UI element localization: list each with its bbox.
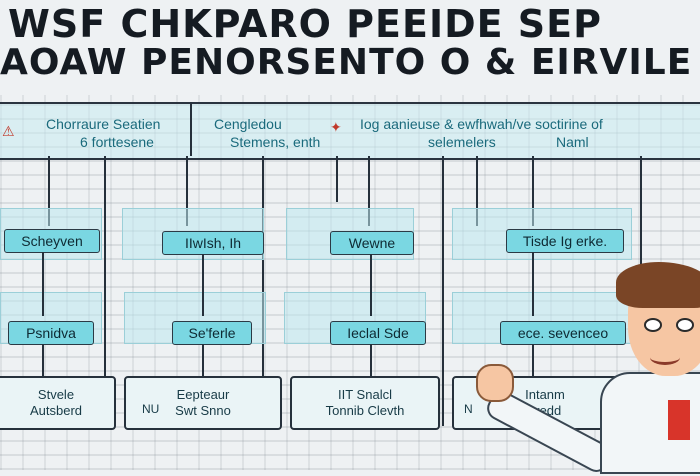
presenter-hand [476, 364, 514, 402]
connector-line [442, 156, 444, 426]
connector-line [640, 156, 642, 266]
connector-line [370, 254, 372, 316]
connector-line [532, 252, 534, 316]
top-band-mid-text-1: Cengledou [214, 116, 282, 132]
top-band-mid-text-2: Stemens, enth [230, 134, 321, 150]
connector-line [104, 156, 106, 426]
leaf-box-line: Tonnib Clevth [325, 403, 405, 418]
warning-icon: ⚠ [2, 123, 15, 139]
presenter-hair [616, 262, 700, 308]
connector-line [262, 156, 264, 426]
connector-line [336, 156, 338, 202]
node-pill: Scheyven [4, 229, 100, 253]
top-band-divider [190, 102, 192, 156]
connector-line [48, 156, 50, 226]
connector-line [202, 254, 204, 316]
leaf-box-line: Swt Snno [175, 403, 231, 418]
node-pill: Wewne [330, 231, 414, 255]
node-pill: Tisde Ig erke. [506, 229, 624, 253]
bird-icon: ✦ [330, 119, 342, 135]
connector-line [202, 344, 204, 376]
top-band-right-text-2: selemelers [428, 134, 496, 150]
connector-line [42, 252, 44, 316]
presenter-tie [668, 400, 690, 440]
top-band-right-text-1: Iog aanieuse & ewfhwah/ve soctirine of [360, 116, 603, 132]
node-pill: IIwIsh, Ih [162, 231, 264, 255]
page-title-line-2: AOAW PENORSENTO O & EIRVILE [0, 42, 693, 83]
connector-line [368, 156, 370, 226]
presenter-mouth [650, 350, 680, 365]
node-pill: Ieclal Sde [330, 321, 426, 345]
leaf-box: Eepteaur Swt Snno [124, 376, 282, 430]
leaf-box-prefix: NU [142, 402, 160, 416]
connector-line [532, 344, 534, 376]
top-band-left-text-2: 6 forttesene [80, 134, 154, 150]
node-pill: ece. sevenceo [500, 321, 626, 345]
leaf-box-line: IIT Snalcl [338, 387, 392, 402]
leaf-box-line: Autsberd [29, 403, 83, 418]
presenter-eye [676, 318, 694, 332]
node-pill: Psnidva [8, 321, 94, 345]
node-pill: Se'ferle [172, 321, 252, 345]
connector-line [370, 344, 372, 376]
leaf-box: IIT Snalcl Tonnib Clevth [290, 376, 440, 430]
connector-line [532, 156, 534, 226]
top-band-right-text-3: Naml [556, 134, 589, 150]
connector-line [42, 344, 44, 376]
leaf-box-line: Eepteaur [176, 387, 230, 402]
page-title-line-1: WSF CHKPARO PEEIDE SEP [8, 2, 602, 46]
leaf-box-line: Intanm [525, 387, 565, 402]
top-band [0, 102, 700, 160]
connector-line [476, 156, 478, 226]
connector-line [186, 156, 188, 226]
top-band-left-text-1: Chorraure Seatien [46, 116, 161, 132]
leaf-box-line: Stvele [37, 387, 75, 402]
leaf-box: Stvele Autsberd [0, 376, 116, 430]
leaf-box-prefix: N [464, 402, 473, 416]
presenter-eye [644, 318, 662, 332]
